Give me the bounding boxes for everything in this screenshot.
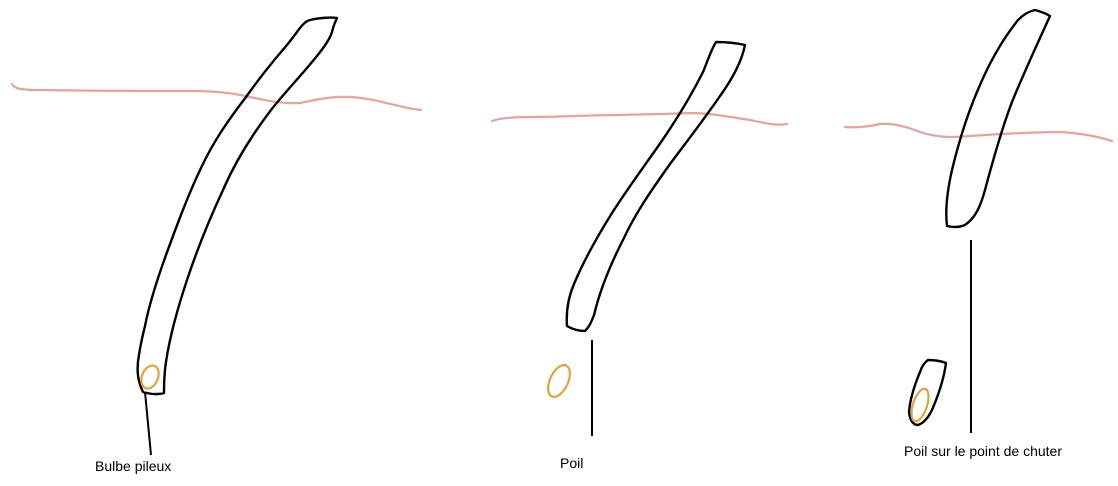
skin-surface-line-3 [845, 124, 1112, 141]
hair-shaft-1 [138, 18, 337, 394]
panel-1 [12, 18, 421, 455]
panel-2 [492, 42, 787, 436]
skin-surface-line-1 [12, 84, 421, 110]
label-falling-hair: Poil sur le point de chuter [904, 443, 1062, 459]
pointer-line-1 [145, 392, 151, 455]
hair-shaft-2 [567, 42, 745, 331]
label-hair: Poil [560, 455, 583, 471]
skin-surface-line-2 [492, 113, 787, 125]
hair-shaft-3 [946, 10, 1050, 227]
panel-3 [845, 10, 1112, 433]
label-hair-bulb: Bulbe pileux [95, 458, 171, 474]
hair-bulb-2 [544, 362, 575, 400]
